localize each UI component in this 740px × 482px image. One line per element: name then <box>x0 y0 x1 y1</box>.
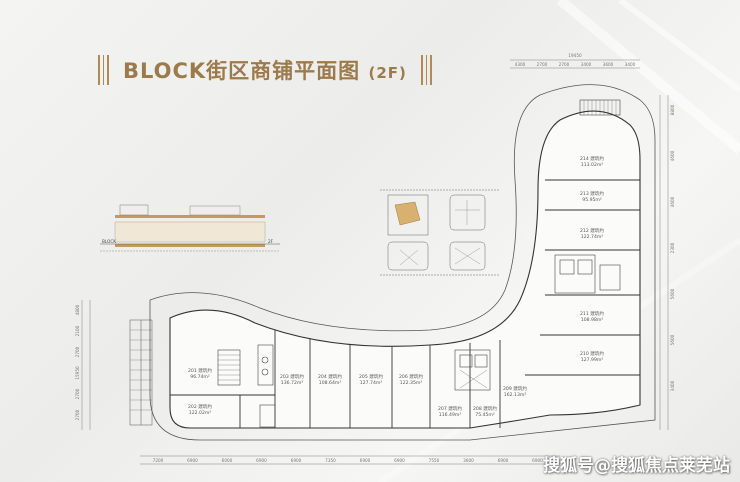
unit-area-210: 127.99m² <box>581 357 604 363</box>
title-block: BLOCK街区商铺平面图 (2F) <box>98 52 432 88</box>
unit-label-202: 202 建筑约 <box>188 403 212 410</box>
dim-right-label: 3400 <box>670 380 675 391</box>
unit-area-203: 136.72m² <box>281 380 304 386</box>
dim-top-label: 4300 <box>515 62 526 67</box>
unit-label-203: 203 建筑约 <box>280 373 304 380</box>
unit-label-211: 211 建筑约 <box>580 310 604 317</box>
partitions <box>170 179 640 428</box>
dim-bottom-label: 6900 <box>187 458 198 463</box>
title-bars-right <box>420 55 432 85</box>
dim-bottom-label: 7550 <box>429 458 440 463</box>
dim-right-label: 4600 <box>670 150 675 161</box>
dim-top-label: 3400 <box>625 62 636 67</box>
unit-area-206: 122.35m² <box>400 380 423 386</box>
unit-area-208: 75.45m² <box>475 412 495 418</box>
unit-area-205: 127.74m² <box>360 380 383 386</box>
dim-top-total: 19450 <box>568 53 582 58</box>
unit-area-214: 113.02m² <box>581 162 604 168</box>
dim-bottom-label: 6900 <box>498 458 509 463</box>
dim-top-label: 3600 <box>603 62 614 67</box>
floor-slab <box>169 110 641 429</box>
dim-bottom-label: 6900 <box>394 458 405 463</box>
dim-left-label: 4800 <box>75 304 80 315</box>
dim-bottom-label: 6900 <box>291 458 302 463</box>
title-floor-tag: (2F) <box>368 64 407 82</box>
unit-label-201: 201 建筑约 <box>188 367 212 374</box>
unit-area-202: 122.02m² <box>189 410 212 416</box>
dim-bottom-label: 3600 <box>463 458 474 463</box>
unit-label-209: 209 建筑约 <box>503 385 527 392</box>
dim-bottom-label: 6900 <box>360 458 371 463</box>
dim-top-label: 2700 <box>559 62 570 67</box>
unit-label-207: 207 建筑约 <box>438 405 462 412</box>
title-main: BLOCK街区商铺平面图 <box>123 59 361 83</box>
dim-bottom: 7200 6900 6000 6900 6900 7350 6900 6900 7550 3600… <box>153 458 543 463</box>
dim-right: 8800 4600 4600 2300 5600 5600 3400 <box>670 104 675 391</box>
unit-area-209: 162.13m² <box>504 392 527 398</box>
dim-top: 4300 2700 2700 3400 3600 3400 <box>515 62 636 67</box>
dim-top-total-label: 19450 <box>568 53 582 58</box>
section-right-label: 2F <box>268 239 274 244</box>
dim-right-label: 8800 <box>670 104 675 115</box>
unit-label-205: 205 建筑约 <box>359 373 383 380</box>
key-map <box>380 189 500 276</box>
cores <box>217 99 621 428</box>
walkway-outline <box>149 84 656 441</box>
unit-label-208: 208 建筑约 <box>473 405 497 412</box>
unit-label-214: 214 建筑约 <box>580 155 604 162</box>
dim-left: 4800 2100 2700 15950 2700 2700 <box>75 304 80 420</box>
section-diagram: BLOCK 2F <box>100 204 280 252</box>
dim-left-label: 2100 <box>75 325 80 336</box>
title-bars-left <box>98 55 109 85</box>
left-escalator <box>129 319 153 426</box>
page-title: BLOCK街区商铺平面图 (2F) <box>123 55 407 85</box>
unit-label-213: 213 建筑约 <box>580 190 604 197</box>
dim-bottom-label: 7350 <box>325 458 336 463</box>
dim-top-label: 2700 <box>537 62 548 67</box>
watermark: 搜狐号@搜狐焦点莱芜站 <box>543 456 730 476</box>
unit-area-211: 108.98m² <box>581 317 604 323</box>
unit-label-212: 212 建筑约 <box>580 227 604 234</box>
unit-label-204: 204 建筑约 <box>318 373 342 380</box>
dim-right-label: 5600 <box>670 334 675 345</box>
dim-left-label: 2700 <box>75 409 80 420</box>
dim-right-label: 4600 <box>670 196 675 207</box>
unit-label-210: 210 建筑约 <box>580 350 604 357</box>
unit-area-207: 116.49m² <box>439 412 462 418</box>
dim-bottom-label: 6900 <box>532 458 543 463</box>
dim-left-label: 2700 <box>75 388 80 399</box>
unit-area-213: 95.95m² <box>582 197 602 203</box>
dim-bottom-label: 6000 <box>222 458 233 463</box>
dim-left-label: 15950 <box>75 366 80 380</box>
dim-bottom-label: 6900 <box>256 458 267 463</box>
dimension-lines <box>81 59 669 465</box>
dim-bottom-label: 7200 <box>153 458 164 463</box>
dim-top-label: 3400 <box>581 62 592 67</box>
unit-area-204: 108.64m² <box>319 380 342 386</box>
unit-area-201: 96.74m² <box>190 374 210 380</box>
dim-right-label: 2300 <box>670 242 675 253</box>
section-left-label: BLOCK <box>102 239 116 244</box>
unit-area-212: 122.74m² <box>581 234 604 240</box>
unit-label-206: 206 建筑约 <box>399 373 423 380</box>
dim-left-label: 2700 <box>75 346 80 357</box>
dim-right-label: 5600 <box>670 288 675 299</box>
